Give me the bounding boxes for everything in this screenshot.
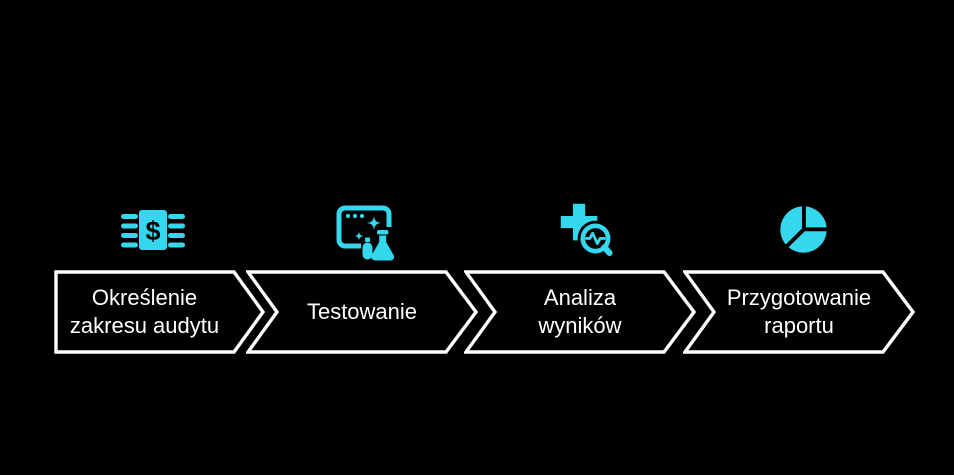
- pie-chart-icon: [780, 204, 829, 253]
- step-label: Przygotowanie raportu: [726, 284, 872, 338]
- money-stack-icon: $: [121, 210, 185, 250]
- chevron-shape: [246, 270, 479, 354]
- process-step-3: [464, 270, 697, 354]
- step-label: Testowanie: [306, 298, 418, 324]
- process-step-4: [683, 270, 916, 354]
- step-label: Określenie zakresu audytu: [69, 284, 220, 338]
- process-step-2: [246, 270, 479, 354]
- search-pulse-icon: [560, 203, 614, 257]
- chevron-shape: [683, 270, 916, 354]
- dollar-glyph: $: [145, 216, 160, 246]
- step-label: Analiza wyników: [538, 284, 622, 338]
- chevron-shape: [54, 270, 265, 354]
- process-step-1: [54, 270, 265, 354]
- chevron-shape: [464, 270, 697, 354]
- app-testing-icon: [336, 205, 397, 264]
